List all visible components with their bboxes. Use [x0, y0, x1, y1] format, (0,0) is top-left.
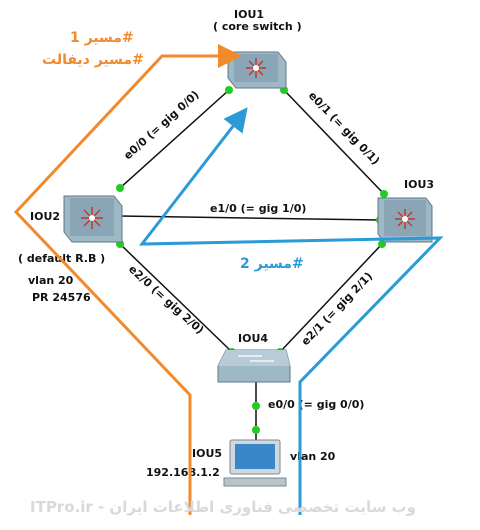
iou2-name: IOU2 — [30, 210, 60, 223]
pc-icon — [223, 439, 287, 487]
link-iou1-iou3 — [283, 89, 385, 195]
iou1-name: IOU1 — [234, 8, 264, 21]
layer2-switch-icon — [217, 349, 291, 383]
link-iou2-iou4 — [119, 243, 233, 353]
link-label-iou1-iou3: e0/1 (= gig 0/1) — [306, 89, 382, 167]
node-iou5[interactable]: IOU5 192.168.1.2 vlan 20 — [146, 439, 336, 487]
iou1-description: ( core switch ) — [213, 20, 302, 33]
link-iou1-iou2 — [119, 89, 230, 189]
link-label-iou2-iou3: e1/0 (= gig 1/0) — [210, 202, 306, 215]
path2-title: مسیر 2# — [240, 256, 304, 272]
path1-route — [13, 44, 242, 515]
node-iou1[interactable]: IOU1 ( core switch ) — [213, 8, 302, 89]
iou4-name: IOU4 — [238, 332, 268, 345]
port-dot — [252, 426, 260, 434]
path1-title: مسیر 1# — [70, 30, 134, 46]
link-iou2-iou3 — [117, 215, 381, 221]
iou5-ip: 192.168.1.2 — [146, 466, 220, 479]
iou5-name: IOU5 — [192, 447, 222, 460]
node-iou2[interactable]: IOU2 ( default R.B ) vlan 20 PR 24576 — [18, 195, 123, 304]
iou3-name: IOU3 — [404, 178, 434, 191]
multilayer-switch-icon — [227, 51, 287, 89]
port-dot — [252, 402, 260, 410]
path1-subtitle: مسیر دیفالت# — [42, 52, 144, 68]
port-dot — [225, 86, 233, 94]
port-dot — [380, 190, 388, 198]
node-iou3[interactable]: IOU3 — [377, 178, 434, 243]
multilayer-switch-icon — [377, 197, 433, 243]
iou5-vlan: vlan 20 — [290, 450, 336, 463]
link-label-iou4-iou5: e0/0 (= gig 0/0) — [268, 398, 364, 411]
link-label-iou3-iou4: e2/1 (= gig 2/1) — [299, 270, 375, 348]
footer-watermark: ITPro.ir - وب سایت تخصصی فناوری اطلاعات … — [30, 498, 416, 516]
iou2-priority: PR 24576 — [32, 291, 91, 304]
node-iou4[interactable]: IOU4 — [217, 332, 291, 383]
link-iou3-iou4 — [279, 243, 383, 353]
link-label-iou2-iou4: e2/0 (= gig 2/0) — [126, 263, 206, 337]
multilayer-switch-icon — [63, 195, 123, 243]
path2-route — [138, 107, 444, 515]
iou2-vlan: vlan 20 — [28, 274, 74, 287]
port-dot — [116, 184, 124, 192]
